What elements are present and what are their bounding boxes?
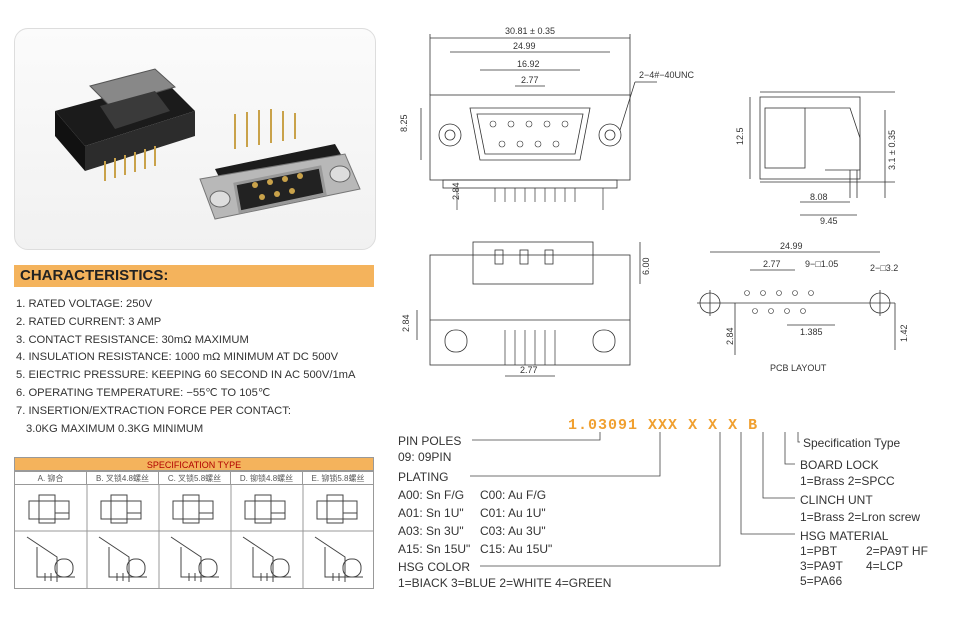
dim-pcb-w2: 1.385: [800, 327, 823, 337]
code-base: 1.03091: [568, 417, 639, 434]
spec-type-label: Specification Type: [803, 436, 901, 450]
plating-a15: A15: Sn 15U": [398, 542, 471, 556]
clinch-values: 1=Brass 2=Lron screw: [800, 510, 921, 524]
order-code: 1.03091 XXX X X X B: [568, 417, 758, 434]
connector-photo-illustration: [55, 68, 361, 220]
char-item: 4. INSULATION RESISTANCE: 1000 mΩ MINIMU…: [16, 351, 339, 364]
spec-col-c: C. 叉锁5.8螺丝: [159, 472, 231, 485]
dim-w4: 2.77: [521, 75, 539, 85]
dim-w3: 16.92: [517, 59, 540, 69]
technical-drawings: 30.81 ± 0.35 24.99 16.92 2.77 2−4#−40UNC…: [399, 26, 909, 377]
board-lock-label: BOARD LOCK: [800, 458, 879, 472]
plating-c01: C01: Au 1U": [480, 506, 546, 520]
material-1: 1=PBT: [800, 544, 838, 558]
char-item: 1. RATED VOLTAGE: 250V: [16, 298, 153, 310]
dim-bot-w: 2.77: [520, 365, 538, 375]
dim-hole: 2−4#−40UNC: [639, 70, 695, 80]
code-board-lock: B: [748, 417, 759, 434]
char-item: 5. EIECTRIC PRESSURE: KEEPING 60 SECOND …: [16, 369, 356, 382]
pin-poles-value: 09: 09PIN: [398, 450, 452, 464]
material-3: 3=PA9T: [800, 559, 843, 573]
char-item: 2. RATED CURRENT: 3 AMP: [16, 315, 162, 328]
pcb-layout-caption: PCB LAYOUT: [770, 363, 827, 373]
char-item: 6. OPERATING TEMPERATURE: −55℃ TO 105℃: [16, 386, 271, 399]
spec-col-a: A. 铆合: [15, 472, 87, 485]
product-photo: [14, 28, 376, 250]
dim-side-w2: 9.45: [820, 216, 838, 226]
dim-side-h: 12.5: [735, 127, 745, 145]
spec-type-table: A. 铆合 B. 叉锁4.8螺丝 C. 叉锁5.8螺丝 D. 铆锁4.8螺丝 E…: [14, 471, 374, 589]
dim-pcb-hole1: 9−□1.05: [805, 259, 838, 269]
clinch-label: CLINCH UNT: [800, 493, 873, 507]
hsg-color-values: 1=BIACK 3=BLUE 2=WHITE 4=GREEN: [398, 576, 612, 590]
spec-col-d: D. 铆锁4.8螺丝: [231, 472, 303, 485]
dim-pcb-h2: 1.42: [899, 324, 909, 342]
dim-pcb-hole2: 2−□3.2: [870, 263, 898, 273]
hsg-color-label: HSG COLOR: [398, 560, 471, 574]
material-2: 2=PA9T HF: [866, 544, 928, 558]
char-item: 7. INSERTION/EXTRACTION FORCE PER CONTAC…: [16, 404, 291, 417]
material-5: 5=PA66: [800, 574, 843, 588]
plating-a03: A03: Sn 3U": [398, 524, 464, 538]
dim-pcb-h1: 2.84: [725, 327, 735, 345]
board-lock-values: 1=Brass 2=SPCC: [800, 474, 895, 488]
spec-type-sketches: [15, 485, 373, 589]
material-4: 4=LCP: [866, 559, 904, 573]
char-item: 3. CONTACT RESISTANCE: 30mΩ MAXIMUM: [16, 333, 249, 346]
dim-w1: 30.81 ± 0.35: [505, 26, 555, 36]
pin-poles-label: PIN POLES: [398, 434, 462, 448]
characteristics-list: 1. RATED VOLTAGE: 250V 2. RATED CURRENT:…: [16, 296, 384, 438]
plating-c15: C15: Au 15U": [480, 542, 553, 556]
code-color: X: [688, 417, 699, 434]
plating-c00: C00: Au F/G: [480, 488, 547, 502]
characteristics-title: CHARACTERISTICS:: [14, 265, 374, 287]
dim-bot-h2: 2.84: [401, 314, 411, 332]
plating-a01: A01: Sn 1U": [398, 506, 464, 520]
spec-col-e: E. 铆锁5.8螺丝: [303, 472, 373, 485]
code-material: X: [708, 417, 719, 434]
hsg-material-label: HSG MATERIAL: [800, 529, 889, 543]
plating-label: PLATING: [398, 470, 449, 484]
dim-side-w1: 8.08: [810, 192, 828, 202]
code-plating: XXX: [648, 417, 679, 434]
dim-bot-h: 6.00: [641, 257, 651, 275]
dim-w2: 24.99: [513, 41, 536, 51]
dim-h2: 2.84: [451, 182, 461, 200]
spec-col-b: B. 叉锁4.8螺丝: [87, 472, 159, 485]
char-item: 3.0KG MAXIMUM 0.3KG MINIMUM: [26, 422, 204, 435]
dim-h1: 8.25: [399, 114, 409, 132]
plating-a00: A00: Sn F/G: [398, 488, 465, 502]
plating-c03: C03: Au 3U": [480, 524, 546, 538]
dim-pcb-w: 24.99: [780, 241, 803, 251]
dim-side-h2: 3.1 ± 0.35: [887, 130, 897, 170]
code-clinch: X: [728, 417, 739, 434]
dim-pcb-pitch: 2.77: [763, 259, 781, 269]
spec-type-title: SPECIFICATION TYPE: [14, 457, 374, 471]
